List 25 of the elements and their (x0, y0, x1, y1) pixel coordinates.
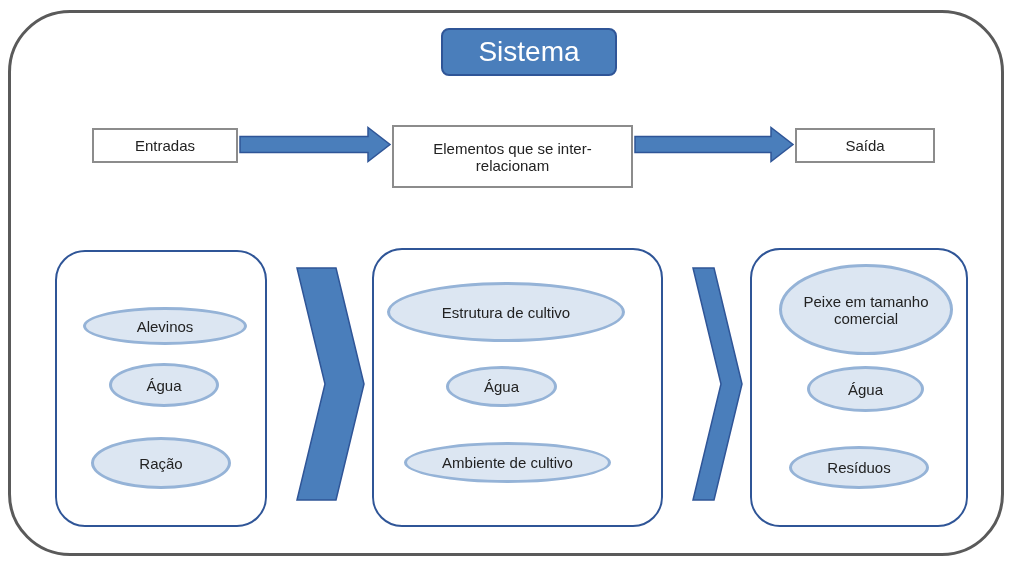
node-label: Água (483, 378, 519, 395)
node-label: Entradas (134, 137, 195, 154)
title-text: Sistema (478, 36, 580, 68)
node-label: Estrutura de cultivo (441, 303, 571, 321)
node-label: Saída (845, 137, 885, 154)
node-label: Peixe em tamanho comercial (802, 292, 930, 327)
group-panel (55, 250, 267, 527)
group-panel (372, 248, 663, 527)
chevron-arrow (692, 267, 743, 501)
label-box (392, 125, 633, 188)
block-arrow (634, 125, 795, 164)
node-label: Ambiente de cultivo (442, 454, 573, 471)
system-frame (8, 10, 1004, 556)
block-arrow (239, 125, 392, 164)
label-box (795, 128, 935, 163)
node-label: Ração (139, 454, 183, 472)
node-label: Água (847, 380, 883, 398)
node-label: Água (146, 376, 182, 394)
title-box (441, 28, 617, 76)
node-label: Elementos que se inter-relacionam (432, 139, 593, 174)
node-label: Alevinos (136, 317, 194, 335)
chevron-arrow (296, 267, 365, 501)
label-box (92, 128, 238, 163)
node-label: Resíduos (827, 459, 891, 476)
group-panel (750, 248, 968, 527)
